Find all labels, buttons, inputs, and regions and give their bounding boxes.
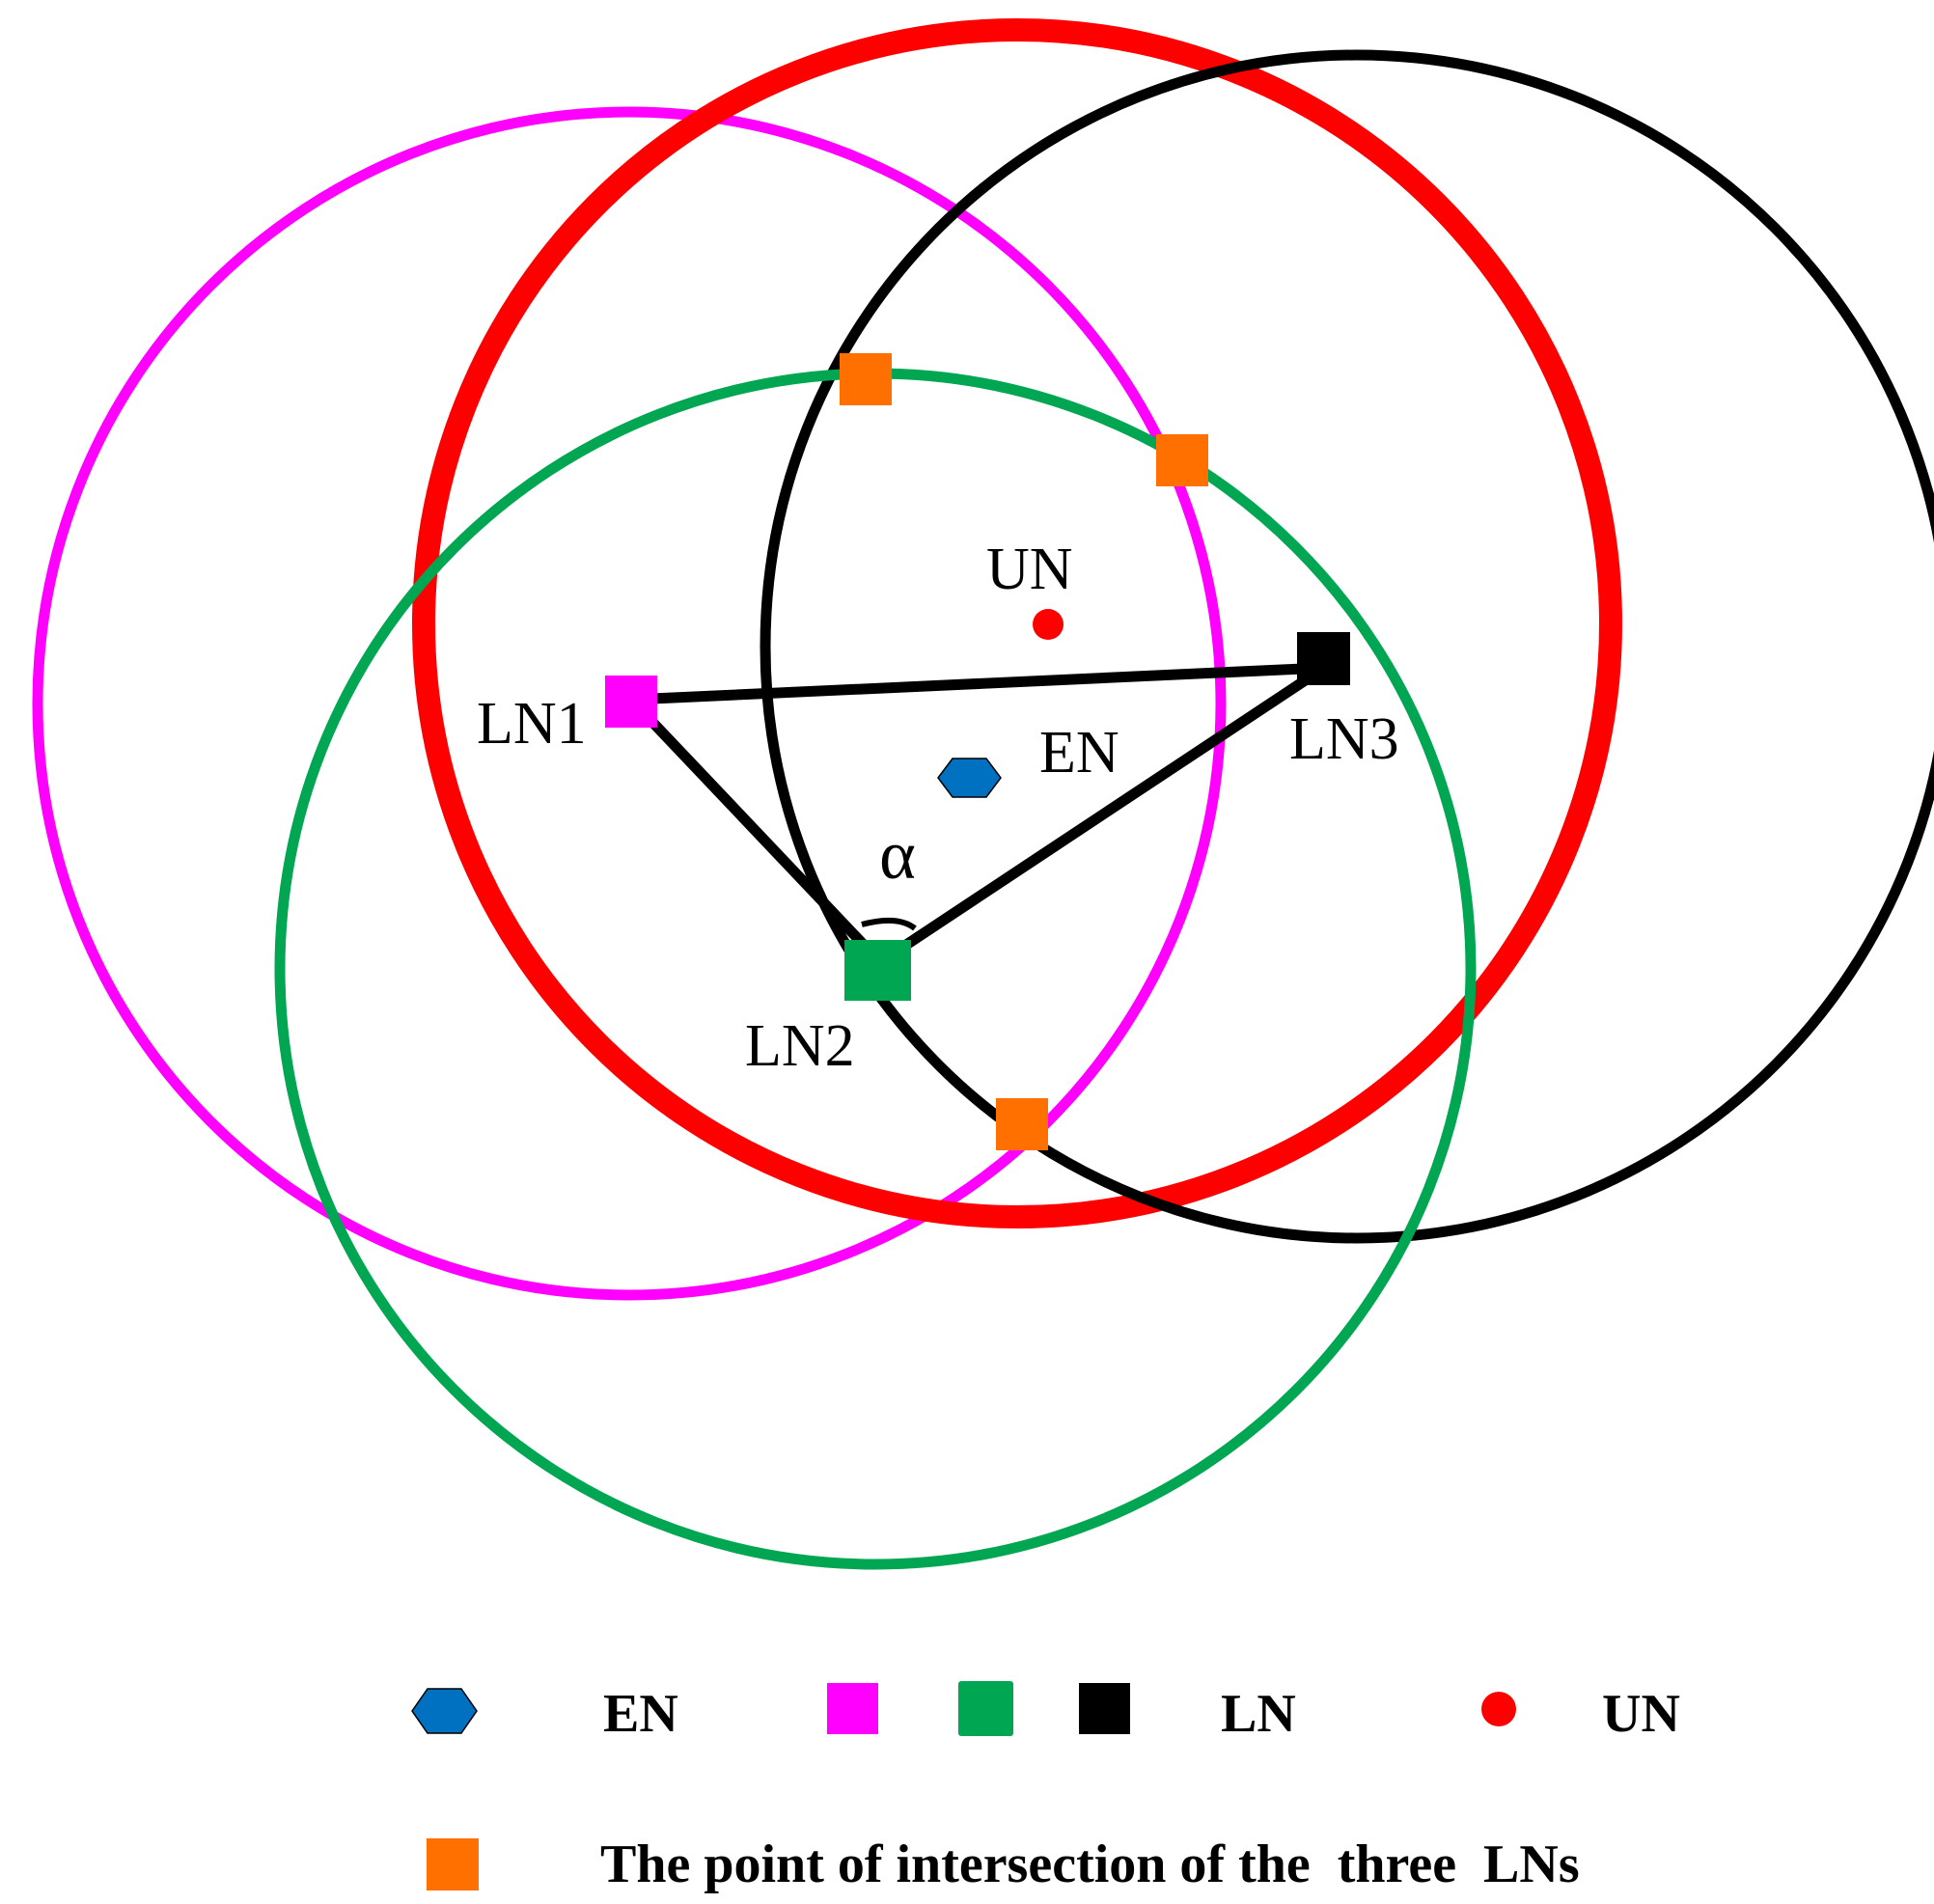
un-range-circle	[412, 18, 1622, 1228]
angle-alpha-arc	[861, 917, 917, 931]
legend-intersection-icon	[427, 1838, 479, 1890]
ln2-label: LN2	[745, 1013, 855, 1079]
legend-en-icon	[411, 1688, 478, 1734]
un-marker	[1033, 609, 1064, 640]
intersection-point-right	[1156, 434, 1208, 486]
legend: EN LN UN The point of intersection of th…	[411, 1681, 1680, 1894]
ln2-marker	[844, 940, 911, 1001]
un-label: UN	[986, 537, 1073, 602]
legend-ln3-icon	[1079, 1683, 1130, 1734]
legend-intersection-label: The point of intersection of the three L…	[600, 1835, 1580, 1894]
legend-un-label: UN	[1602, 1684, 1680, 1744]
ln1-range-circle	[32, 106, 1227, 1301]
ln3-range-circle	[760, 49, 1934, 1244]
legend-en-label: EN	[603, 1684, 678, 1744]
en-label: EN	[1039, 720, 1119, 786]
ln1-label: LN1	[477, 691, 587, 757]
en-marker	[937, 758, 1002, 798]
angle-alpha-label: α	[879, 816, 916, 894]
ln3-marker	[1297, 632, 1350, 685]
ln1-marker	[605, 676, 657, 728]
intersection-point-bottom	[996, 1098, 1048, 1150]
legend-ln1-icon	[827, 1683, 878, 1734]
legend-ln2-icon	[958, 1681, 1013, 1736]
legend-ln-label: LN	[1221, 1684, 1296, 1744]
ln3-label: LN3	[1289, 706, 1399, 772]
legend-un-icon	[1481, 1692, 1516, 1726]
ln-triangle	[619, 661, 1343, 970]
intersection-point-top	[840, 353, 892, 405]
